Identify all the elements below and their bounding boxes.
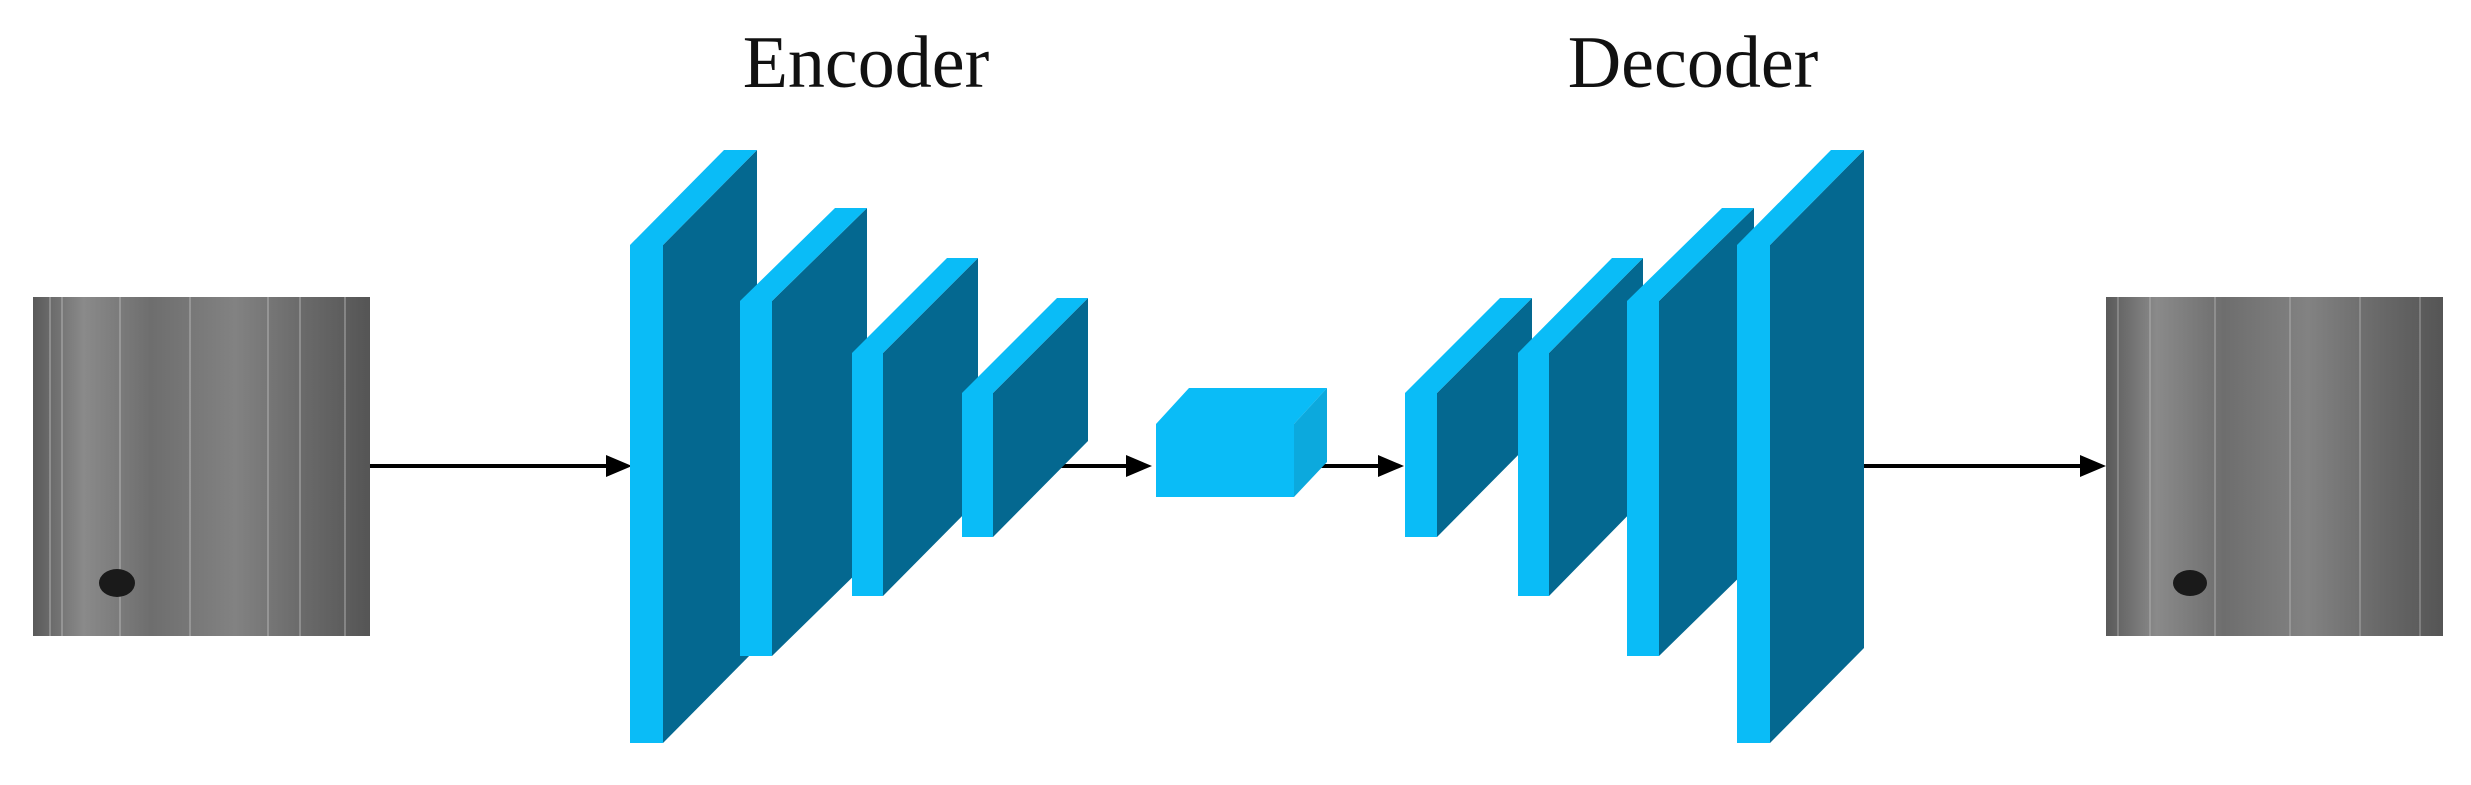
arrow-encoder-to-bottleneck <box>1060 455 1152 477</box>
output-defect <box>2173 570 2207 596</box>
arrow-input-to-encoder <box>370 455 632 477</box>
output-image <box>2106 297 2443 636</box>
decoder-layer-3 <box>1627 208 1754 656</box>
input-defect <box>99 569 135 597</box>
encoder-layers <box>630 150 1088 743</box>
encoder-layer-4 <box>962 298 1088 537</box>
decoder-layer-1 <box>1405 298 1532 537</box>
encoder-layer-1 <box>630 150 757 743</box>
encoder-layer-3 <box>852 258 978 596</box>
encoder-label: Encoder <box>742 22 990 104</box>
decoder-layer-4 <box>1737 150 1864 743</box>
output-image-streaks <box>2117 297 2421 636</box>
decoder-layer-2 <box>1518 258 1643 596</box>
decoder-label: Decoder <box>1567 22 1819 104</box>
encoder-layer-2 <box>740 208 867 656</box>
input-image <box>33 297 370 636</box>
arrow-decoder-to-output <box>1864 455 2106 477</box>
bottleneck-block <box>1156 388 1327 497</box>
decoder-layers <box>1405 150 1864 743</box>
